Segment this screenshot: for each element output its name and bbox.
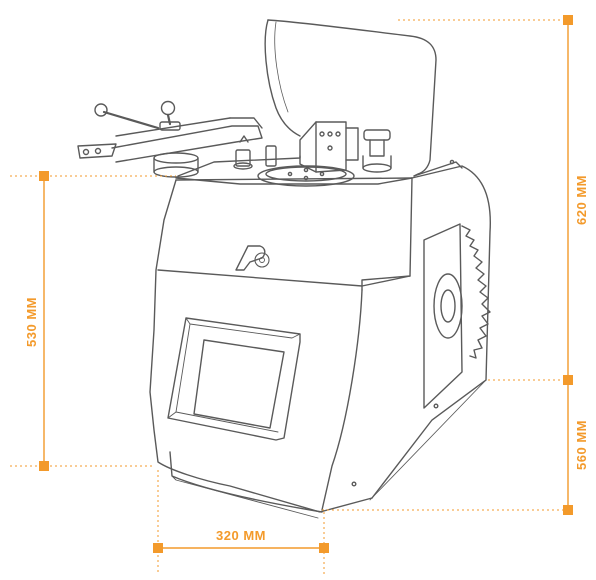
top-deck bbox=[175, 121, 463, 187]
protective-cover bbox=[264, 19, 437, 177]
marker-320-left bbox=[153, 543, 163, 553]
dimension-lines bbox=[10, 19, 569, 575]
machine-drawing bbox=[77, 19, 491, 519]
machine-body bbox=[149, 159, 491, 519]
dimension-label-320: 320 MM bbox=[216, 528, 266, 543]
marker-530-bottom bbox=[39, 461, 49, 471]
saw-blade-window bbox=[423, 223, 491, 409]
dimension-label-620: 620 MM bbox=[574, 175, 589, 225]
dimension-label-530: 530 MM bbox=[24, 297, 39, 347]
dimension-label-560: 560 MM bbox=[574, 420, 589, 470]
marker-320-right bbox=[319, 543, 329, 553]
clamp-arm bbox=[77, 100, 263, 178]
dimension-markers bbox=[39, 15, 573, 553]
marker-620-top bbox=[563, 15, 573, 25]
touch-screen-panel bbox=[167, 317, 301, 441]
marker-530-top bbox=[39, 171, 49, 181]
marker-560-bottom bbox=[563, 505, 573, 515]
marker-620-bottom bbox=[563, 375, 573, 385]
